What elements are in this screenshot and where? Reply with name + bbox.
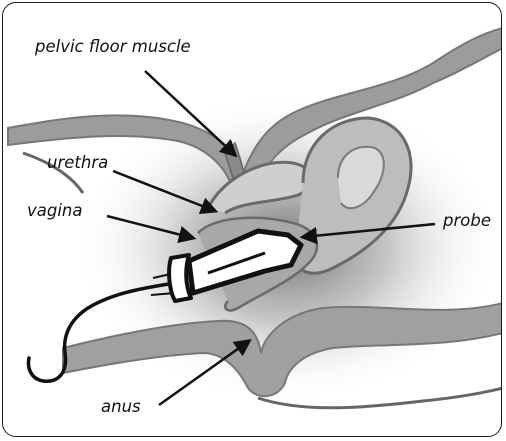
label-pelvic-floor-muscle: pelvic floor muscle [35, 39, 191, 56]
label-anus: anus [101, 399, 141, 416]
label-urethra: urethra [47, 155, 108, 172]
label-vagina: vagina [27, 203, 83, 220]
label-probe: probe [443, 213, 491, 230]
anatomy-illustration [3, 3, 502, 437]
diagram-frame: pelvic floor muscle urethra vagina probe… [2, 2, 502, 437]
